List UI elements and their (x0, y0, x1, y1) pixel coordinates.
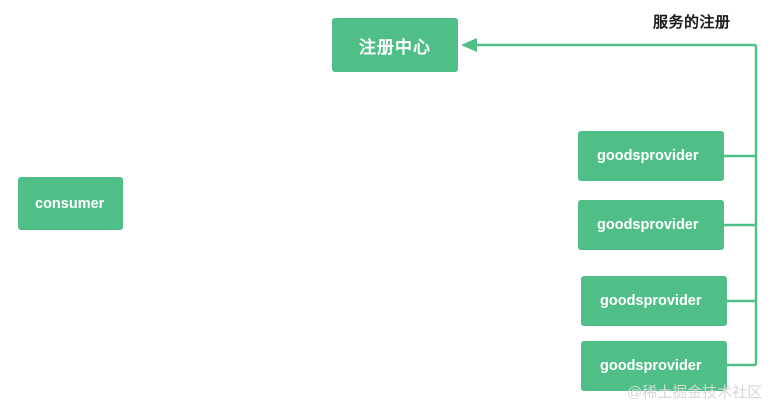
node-goodsprovider-2-label: goodsprovider (597, 217, 699, 233)
node-goodsprovider-2[interactable]: goodsprovider (578, 200, 724, 250)
node-goodsprovider-1-label: goodsprovider (597, 148, 699, 164)
node-consumer-label: consumer (35, 195, 105, 212)
node-goodsprovider-1[interactable]: goodsprovider (578, 131, 724, 181)
edge-label-service-registration: 服务的注册 (653, 14, 731, 31)
node-goodsprovider-3[interactable]: goodsprovider (581, 276, 727, 326)
node-goodsprovider-4[interactable]: goodsprovider (581, 341, 727, 391)
arrowhead-icon (461, 38, 477, 52)
node-registry-center[interactable]: 注册中心 (332, 18, 458, 72)
node-registry-center-label: 注册中心 (359, 37, 431, 57)
node-goodsprovider-4-label: goodsprovider (600, 358, 702, 374)
watermark: @稀土掘金技术社区 (627, 384, 763, 401)
node-consumer[interactable]: consumer (18, 177, 123, 230)
node-goodsprovider-3-label: goodsprovider (600, 293, 702, 309)
